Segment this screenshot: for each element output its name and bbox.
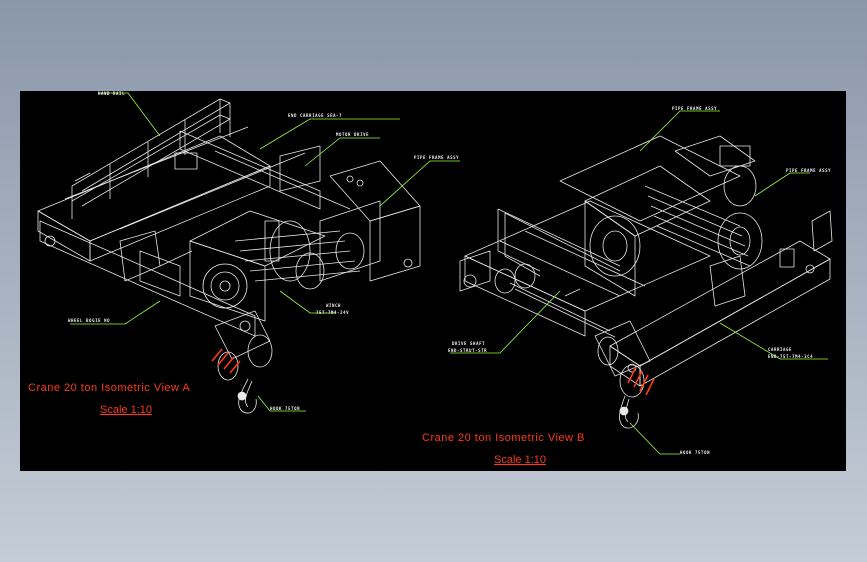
view-b-title: Crane 20 ton Isometric View B (422, 432, 585, 444)
isometric-drawings (37, 92, 833, 455)
callout-winch-ref: 75T-7M4-24V (316, 310, 350, 315)
callout-carriage-ref: END-75T-7M4-3C4 (768, 354, 814, 359)
hand-rail (71, 98, 231, 219)
callout-wheel-bogie: WHEEL BOGIE NO (68, 318, 111, 323)
trolley-drum (189, 200, 381, 322)
callout-pipe-frame-top: PIPE FRAME ASSY (672, 106, 718, 111)
end-carriage-b (609, 210, 833, 387)
callout-hook-a: HOOK 75TON (270, 406, 301, 411)
callout-end-carriage: END CARRIAGE SEA-7 (288, 113, 343, 118)
callout-hand-rail: HAND RAIL (98, 91, 126, 96)
callout-shaft-ref: END-STRUT-STR (448, 348, 488, 353)
leader-lines (70, 92, 828, 455)
callout-winch: WINCH (326, 303, 342, 308)
callout-pipe-frame-right: PIPE FRAME ASSY (786, 168, 832, 173)
callout-motor: MOTOR DRIVE (336, 132, 370, 137)
view-a-crane (37, 98, 421, 414)
motor-housing (279, 145, 421, 282)
callout-hook-b: HOOK 75TON (680, 450, 711, 455)
view-a-title: Crane 20 ton Isometric View A (28, 382, 191, 394)
view-b-crane (459, 135, 833, 429)
callout-pipe-frame: PIPE FRAME ASSY (414, 155, 460, 160)
girder-frame-b (464, 135, 741, 337)
hook-hatch-b (627, 366, 655, 396)
callout-carriage: CARRIAGE (768, 347, 793, 352)
girder-frame (37, 126, 351, 262)
view-b-scale: Scale 1:10 (494, 454, 546, 466)
hook-block-a (214, 310, 273, 414)
drawing-sheet: HAND RAIL END CARRIAGE SEA-7 MOTOR DRIVE… (20, 91, 846, 471)
hook-hatch-a (211, 348, 241, 374)
view-a-scale: Scale 1:10 (100, 404, 152, 416)
callout-shaft: DRIVE SHAFT (452, 341, 486, 346)
shaft-drive-b (459, 250, 616, 338)
drum-motor-b (584, 135, 763, 297)
hook-block-b (594, 320, 651, 429)
